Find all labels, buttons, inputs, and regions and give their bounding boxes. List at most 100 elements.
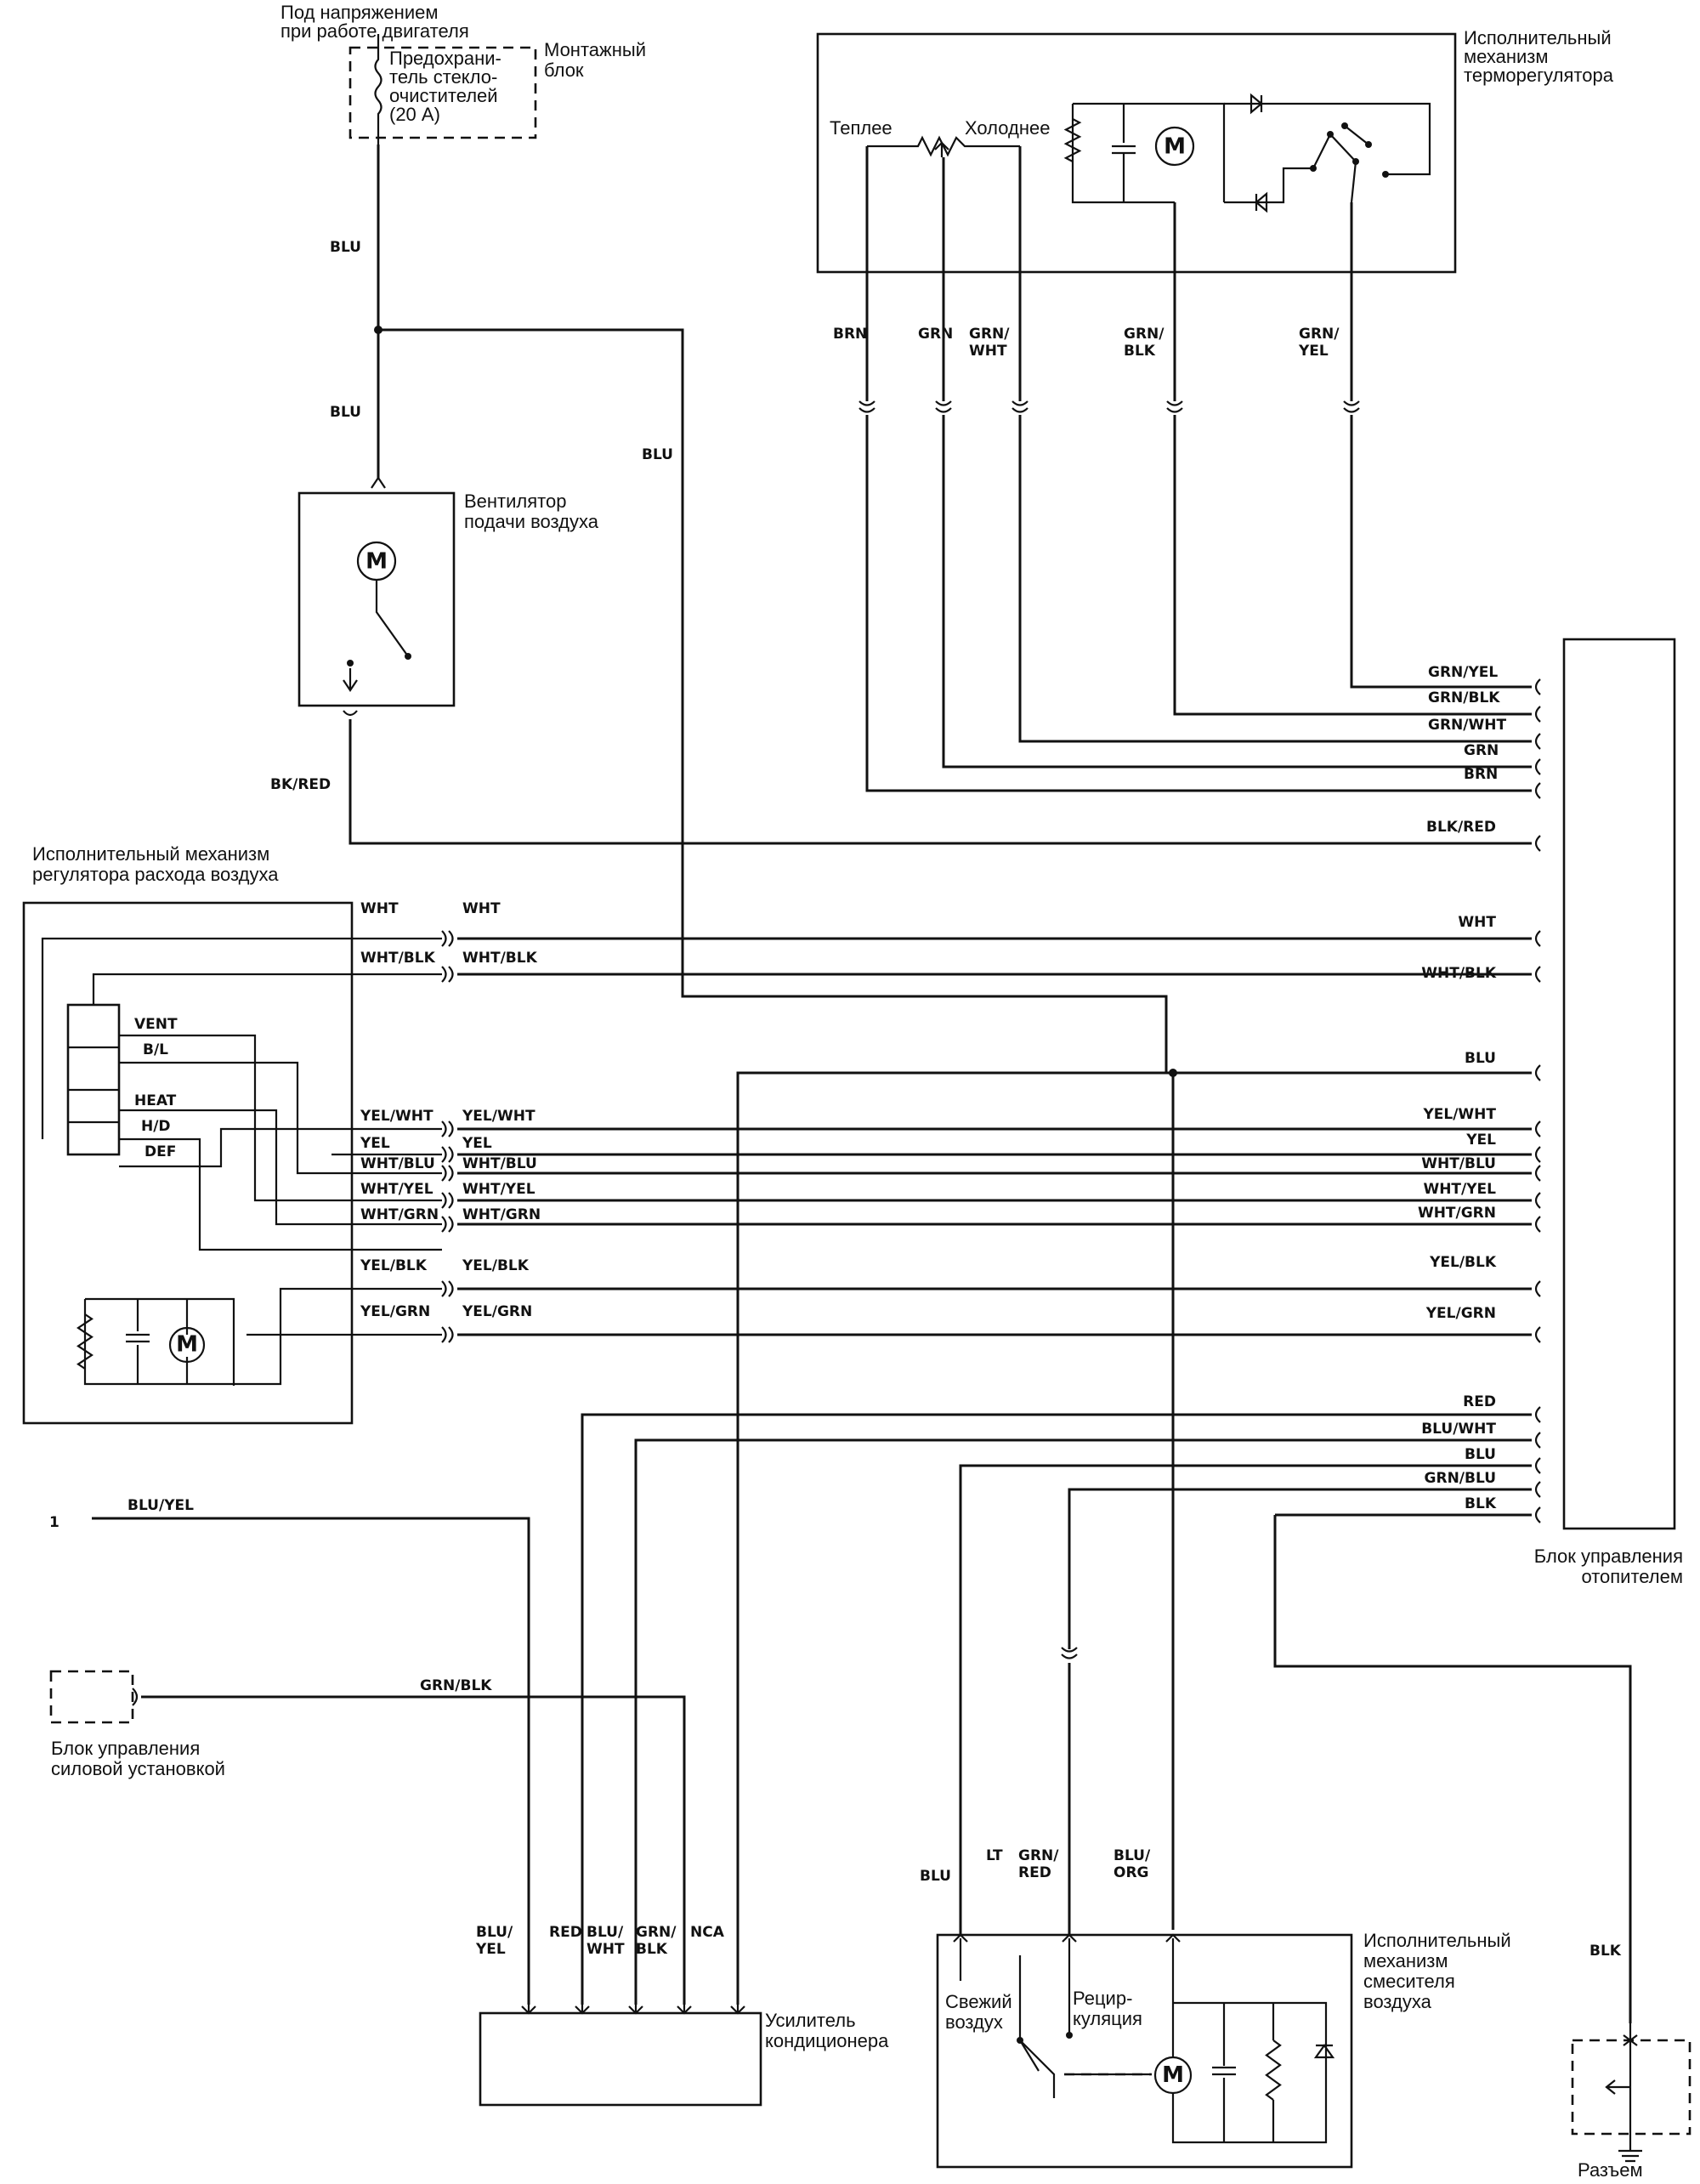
wire-blu-2: BLU — [330, 404, 361, 421]
switch-contact — [1341, 122, 1348, 129]
diode-2 — [1255, 191, 1268, 213]
mode-switch-block — [66, 1003, 121, 1156]
hd-link — [119, 1137, 442, 1251]
connector-plug — [1534, 1165, 1541, 1182]
wire-mid-4: WHT/BLU — [462, 1155, 537, 1172]
wire-blk-red: BLK/RED — [1426, 819, 1496, 836]
mix-wire-blu-org: BLU/ORG — [1114, 1847, 1151, 1881]
wht-blk-internal — [41, 937, 442, 1139]
mode-heat: HEAT — [134, 1092, 177, 1109]
wire-right-5: WHT/YEL — [1423, 1181, 1496, 1198]
temp-resistor — [1063, 118, 1082, 162]
wire-grn-blk: GRN/BLK — [1124, 326, 1164, 360]
wht-internal — [92, 973, 442, 1005]
ac-amplifier-outline — [479, 2011, 762, 2107]
mode-def: DEF — [144, 1143, 176, 1160]
wire-grn-yel-r: GRN/YEL — [1428, 664, 1498, 681]
wire-blk-conn: BLK — [1590, 1943, 1622, 1960]
wire-right-3: YEL — [1465, 1132, 1496, 1149]
wire-left-2: YEL/WHT — [360, 1108, 434, 1125]
switch-contact — [1327, 131, 1334, 138]
amp-pin — [521, 1989, 536, 2015]
wire-mid-5: WHT/YEL — [462, 1181, 536, 1198]
diode-1 — [1250, 93, 1263, 115]
pin-1-label: 1 — [49, 1514, 60, 1531]
connector-plug — [1534, 678, 1541, 695]
connector-plug — [1534, 930, 1541, 947]
inline-connector — [441, 966, 454, 983]
mix-pin — [1165, 1933, 1181, 1943]
mix-wire-blu: BLU — [920, 1868, 951, 1885]
mix-pin — [953, 1933, 968, 1943]
wire-red-r: RED — [1463, 1393, 1496, 1410]
wire-blu-wht-r: BLU/WHT — [1421, 1421, 1496, 1438]
blk-wire — [1273, 1513, 1632, 2023]
wire-grn-blk-r: GRN/BLK — [1428, 689, 1500, 706]
inline-connector — [1012, 400, 1028, 413]
mix-diode — [1313, 2044, 1335, 2059]
wire-right-4: WHT/BLU — [1421, 1155, 1496, 1172]
switch-contact — [1382, 171, 1389, 178]
amp-pin — [575, 1989, 590, 2015]
inline-connector — [441, 1192, 454, 1209]
brn-wire — [865, 146, 1532, 792]
temp-switch — [1312, 125, 1369, 203]
mode-bl: B/L — [143, 1041, 168, 1058]
temp-rail — [1073, 102, 1226, 202]
temp-motor — [1154, 126, 1195, 167]
blu-wht-wire — [634, 1438, 1532, 2005]
blower-pin — [371, 476, 386, 489]
connector-plug — [1534, 1457, 1541, 1474]
wire-blk-r: BLK — [1465, 1495, 1497, 1512]
grn-yel-wire — [1350, 202, 1532, 689]
inline-connector — [1343, 400, 1360, 413]
airflow-actuator-outline — [22, 901, 354, 1425]
inline-connector — [441, 1165, 454, 1182]
connector-arrow — [1605, 2079, 1630, 2095]
grn-blk-wire — [1173, 202, 1532, 716]
connector-plug — [1534, 1192, 1541, 1209]
vent-link — [119, 1034, 442, 1202]
airflow-resistor — [76, 1313, 94, 1370]
inline-connector — [441, 1326, 454, 1343]
connector-plug — [1534, 835, 1541, 852]
wire-right-6: WHT/GRN — [1418, 1205, 1496, 1222]
fuse-symbol — [374, 34, 382, 145]
amp-blu-wht: BLU/WHT — [586, 1924, 625, 1958]
ecm-outline — [49, 1670, 134, 1724]
wire-blu-r: BLU — [1465, 1050, 1496, 1067]
grn-wire — [942, 157, 1532, 769]
wire-mid-8: YEL/GRN — [462, 1303, 532, 1320]
switch-contact — [347, 660, 354, 667]
grn-wht-wire — [1018, 146, 1532, 743]
mix-wire-lt: LT — [986, 1847, 1003, 1864]
connector-plug — [1534, 1481, 1541, 1498]
mix-switch — [1019, 2039, 1056, 2098]
switch-contact — [1365, 141, 1372, 148]
wire-grn-blk-ecm: GRN/BLK — [420, 1677, 492, 1694]
connector-plug — [1534, 1406, 1541, 1423]
red-wire — [581, 1413, 1532, 2005]
blu-wire-2 — [959, 1464, 1532, 1935]
junction-block-outline — [348, 46, 537, 139]
inline-connector — [441, 1280, 454, 1297]
wire-mid-7: YEL/BLK — [462, 1257, 530, 1274]
mix-motor — [1153, 2056, 1193, 2095]
wire-blu-3: BLU — [642, 446, 673, 463]
wire-grn-yel: GRN/YEL — [1298, 326, 1340, 360]
wire-mid-2: YEL/WHT — [462, 1108, 536, 1125]
airflow-cap — [126, 1333, 150, 1343]
wire-grn-blu-r: GRN/BLU — [1425, 1470, 1496, 1487]
mode-dividers — [68, 1046, 119, 1124]
wire-grn-wht: GRN/WHT — [969, 326, 1010, 360]
fuse-label: Предохрани-тель стекло-очистителей(20 А) — [389, 48, 502, 125]
inline-connector — [935, 400, 952, 413]
wire-mid-6: WHT/GRN — [462, 1206, 541, 1223]
blower-switch — [375, 580, 409, 657]
